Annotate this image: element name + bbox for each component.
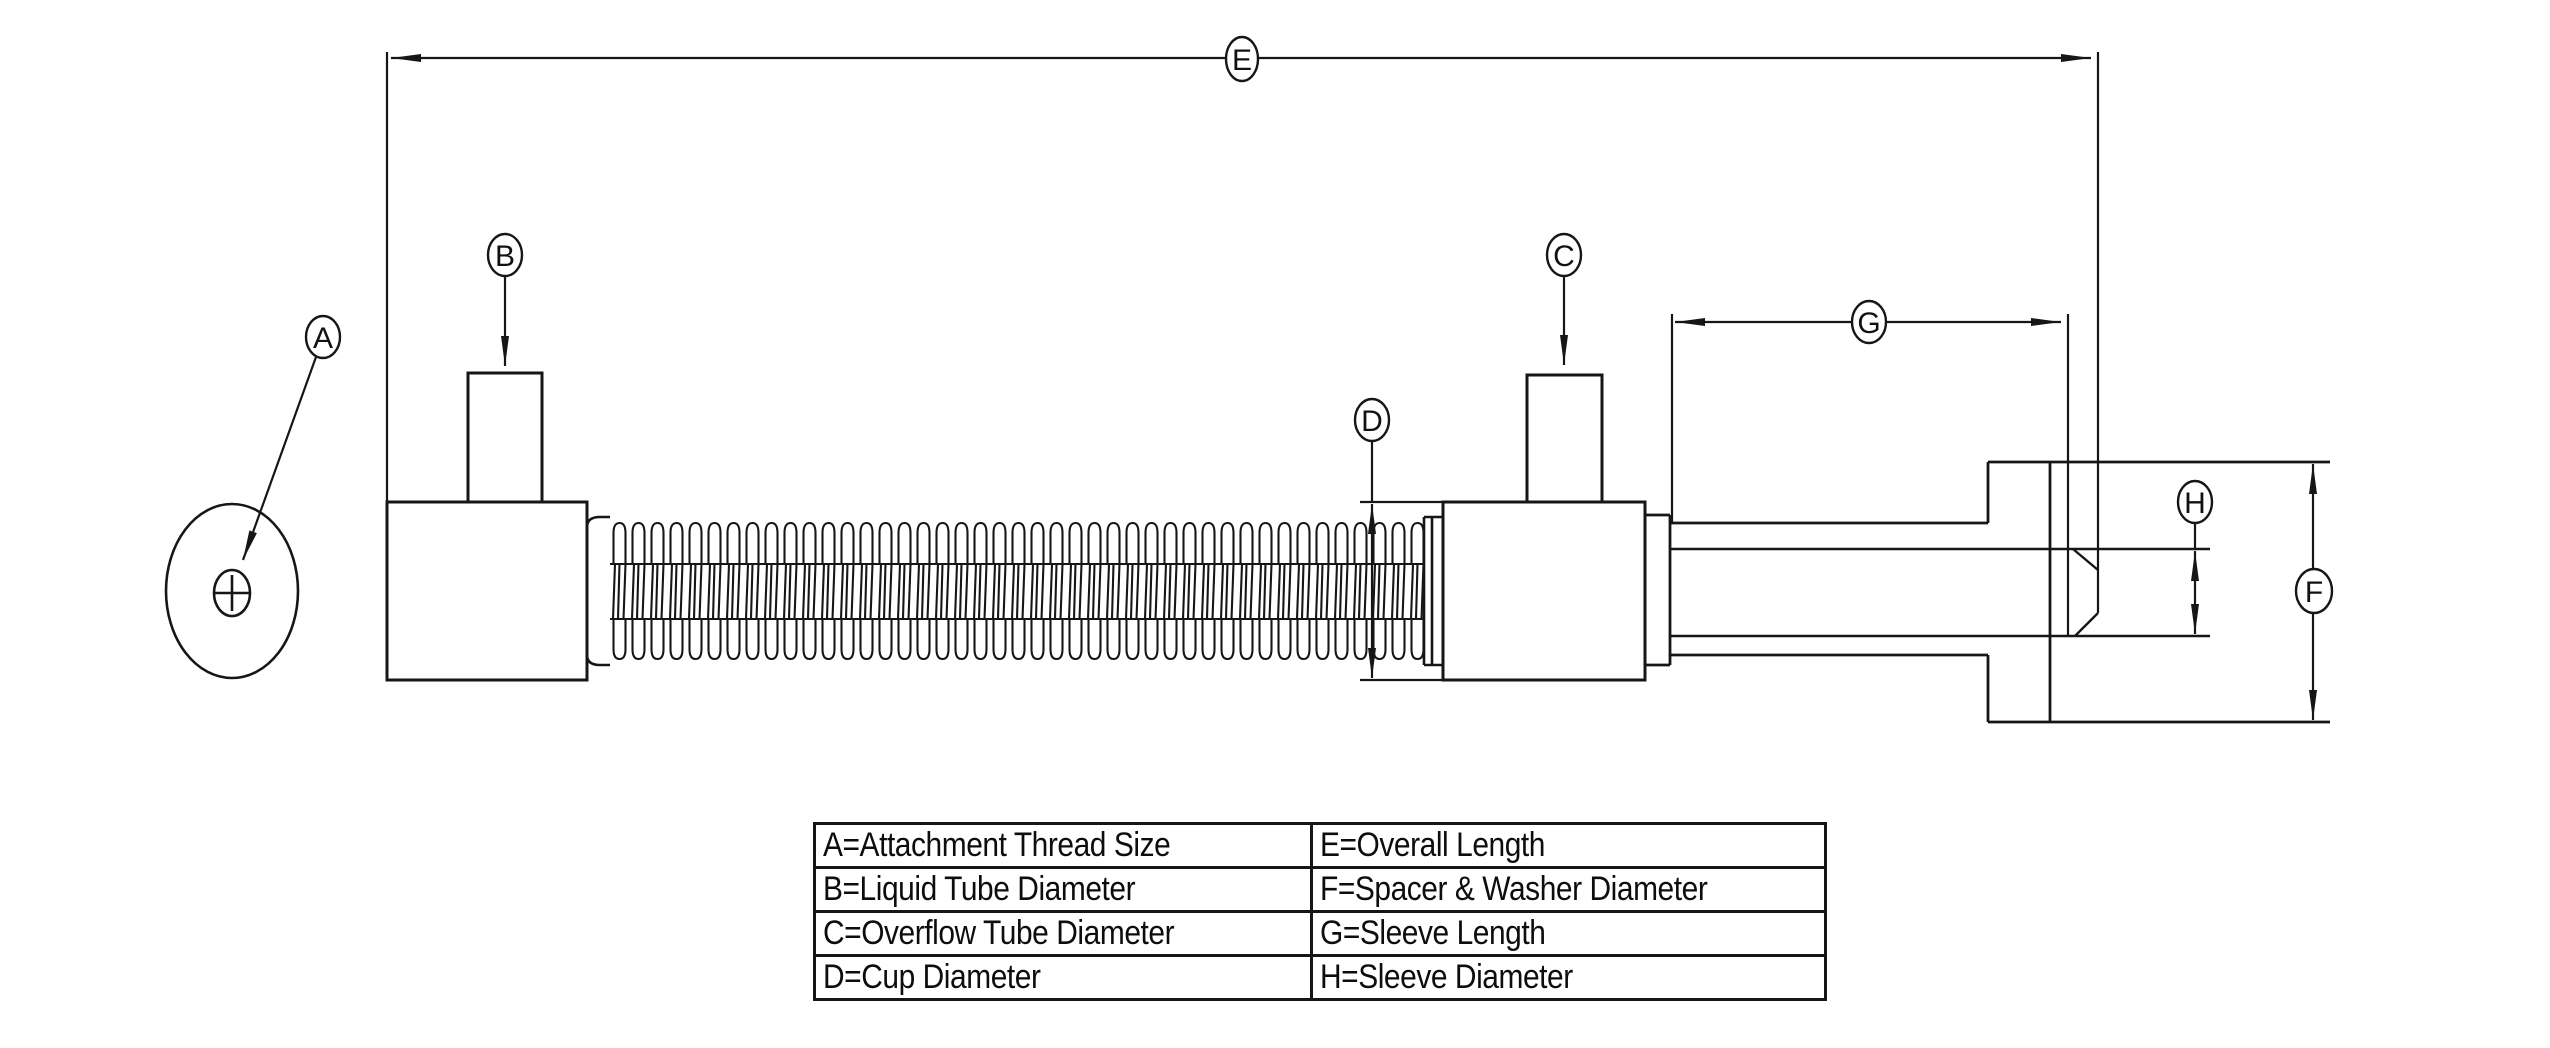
tailpiece-chamfer-top [2072,548,2099,571]
legend-cell-f: F=Spacer & Washer Diameter [1310,866,1827,913]
dimension-g-sleeve-length [1670,314,2070,637]
balloon-c: C [1545,232,1583,278]
legend-row: C=Overflow Tube Diameter G=Sleeve Length [813,910,1827,957]
overflow-tube [1525,373,1604,502]
thread-runout-right [1422,515,1443,667]
balloon-a-label: A [313,322,333,355]
legend-row: B=Liquid Tube Diameter F=Spacer & Washer… [813,866,1827,913]
balloon-f: F [2294,567,2334,615]
balloon-b-label: B [495,240,515,273]
right-cup-body [1441,500,1647,682]
balloon-f-label: F [2305,576,2323,609]
legend-cell-g: G=Sleeve Length [1310,910,1827,957]
balloon-c-label: C [1553,240,1575,273]
dimension-d-cup-diameter [1360,441,1445,682]
spacer-washer-block [1986,460,2330,724]
balloon-d-label: D [1361,405,1383,438]
sleeve-flange [1645,513,1672,667]
washer-front-view [164,502,300,680]
legend-cell-e: E=Overall Length [1310,822,1827,869]
balloon-g-label: G [1857,307,1880,340]
cup-body [385,500,589,682]
legend-cell-h: H=Sleeve Diameter [1310,954,1827,1001]
balloon-h: H [2176,479,2214,525]
legend-row: D=Cup Diameter H=Sleeve Diameter [813,954,1827,1001]
legend-cell-b: B=Liquid Tube Diameter [813,866,1313,913]
balloon-d: D [1353,397,1391,443]
balloon-e: E [1224,35,1260,83]
leader-line-a [241,356,318,561]
legend-table: A=Attachment Thread Size E=Overall Lengt… [813,822,1827,1001]
legend-cell-d: D=Cup Diameter [813,954,1313,1001]
balloon-g: G [1850,299,1888,345]
legend-cell-c: C=Overflow Tube Diameter [813,910,1313,957]
balloon-b: B [486,232,524,278]
liquid-tube [466,371,544,502]
legend-cell-a: A=Attachment Thread Size [813,822,1313,869]
washer-outer-circle [164,502,300,680]
legend-row: A=Attachment Thread Size E=Overall Lengt… [813,822,1827,869]
tailpiece-chamfer-bottom [2074,612,2099,637]
balloon-e-label: E [1232,44,1252,77]
sleeve [1670,521,1988,657]
inner-tailpiece-tube [1670,547,2210,638]
threaded-section [610,518,1424,664]
balloon-h-label: H [2184,487,2206,520]
thread-runout-left [585,515,610,667]
balloon-a: A [304,314,342,360]
